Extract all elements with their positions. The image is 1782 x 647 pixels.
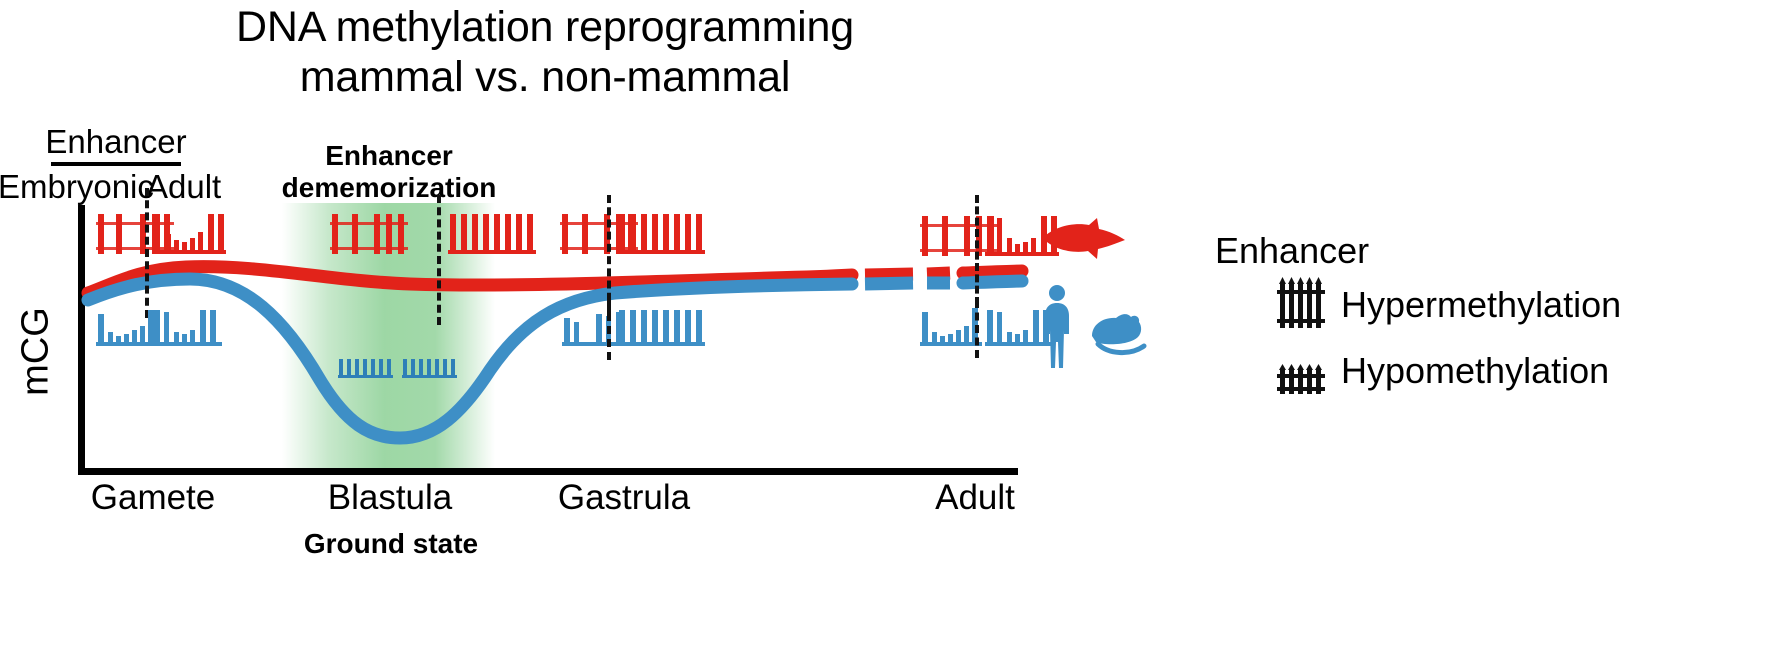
curve-non-mammal-break-2 [926,266,951,281]
dememorization-line2: dememorization [281,172,497,203]
fence-hyper-icon [617,310,705,346]
track-blastula-non-mammal [330,210,420,263]
fence-hypo-icon [96,310,158,346]
curve-mammal [81,272,859,445]
track-gamete-mammal-adult [152,302,232,355]
x-axis [78,468,1018,475]
x-tick-blastula: Blastula [327,478,453,517]
x-tick-adult: Adult [935,478,1015,517]
figure-title: DNA methylation reprogramming mammal vs.… [0,2,1090,102]
fence-hyper-icon [448,214,536,254]
separator-blastula [437,195,441,325]
methylation-curves [81,260,1029,445]
enhancer-header-rule [51,162,181,166]
separator-adult-bottom [975,300,979,358]
track-gamete-non-mammal-adult [152,210,232,263]
enhancer-sub-embryonic: Embryonic [0,168,154,205]
curve-mammal-break-1 [864,276,914,291]
enhancer-header-group: Enhancer EmbryonicAdult [0,124,236,205]
curve-non-mammal-break-1 [864,267,914,282]
track-gamete-mammal [96,302,228,355]
track-gastrula-mammal-adult [617,302,713,355]
human-icon [1045,285,1069,368]
x-tick-gastrula: Gastrula [557,478,691,517]
fence-hypo-icon [402,359,457,378]
fish-icon [1043,218,1125,259]
legend-title: Enhancer [1215,230,1370,271]
separator-gamete [145,188,149,318]
curve-mammal-tail [956,274,1029,290]
curve-non-mammal-tail [956,264,1029,280]
y-axis [78,205,85,475]
track-blastula-non-mammal-adult [448,210,544,263]
enhancer-sub-adult: Adult [146,168,222,205]
separator-adult-top [975,195,979,305]
x-axis-label: Ground state [303,528,479,559]
fence-short-icon [1277,341,1325,402]
legend-label-hypermethylation: Hypermethylation [1341,284,1622,325]
dememorization-line1: Enhancer [325,140,453,171]
track-blastula-mammal-1 [338,356,396,385]
x-tick-gamete: Gamete [90,478,216,517]
figure-title-line2: mammal vs. non-mammal [299,53,791,101]
curve-non-mammal [81,260,859,300]
separator-gastrula-top [607,195,611,313]
fence-hypo-icon [338,359,393,378]
legend: Enhancer Hypermethylation [1215,230,1775,404]
fence-hyper-icon [617,214,705,254]
fence-dense-icon [1277,275,1325,336]
track-blastula-mammal-2 [402,356,460,385]
legend-label-hypomethylation: Hypomethylation [1341,350,1610,391]
legend-item-hypermethylation: Hypermethylation [1277,272,1775,338]
y-axis-label: mCG [14,307,57,396]
dememorization-caption: Enhancer dememorization [268,140,510,204]
legend-item-hypomethylation: Hypomethylation [1277,338,1775,404]
fence-hypo-icon [152,310,222,346]
enhancer-subheaders: EmbryonicAdult [0,169,236,205]
separator-gastrula-bottom [607,300,611,360]
figure-title-line1: DNA methylation reprogramming [236,3,854,51]
fence-hyper-icon [330,214,408,254]
mouse-icon [1092,314,1147,355]
fence-hypo-icon [152,214,226,254]
enhancer-header-label: Enhancer [45,123,187,160]
track-gastrula-non-mammal-adult [617,210,713,263]
